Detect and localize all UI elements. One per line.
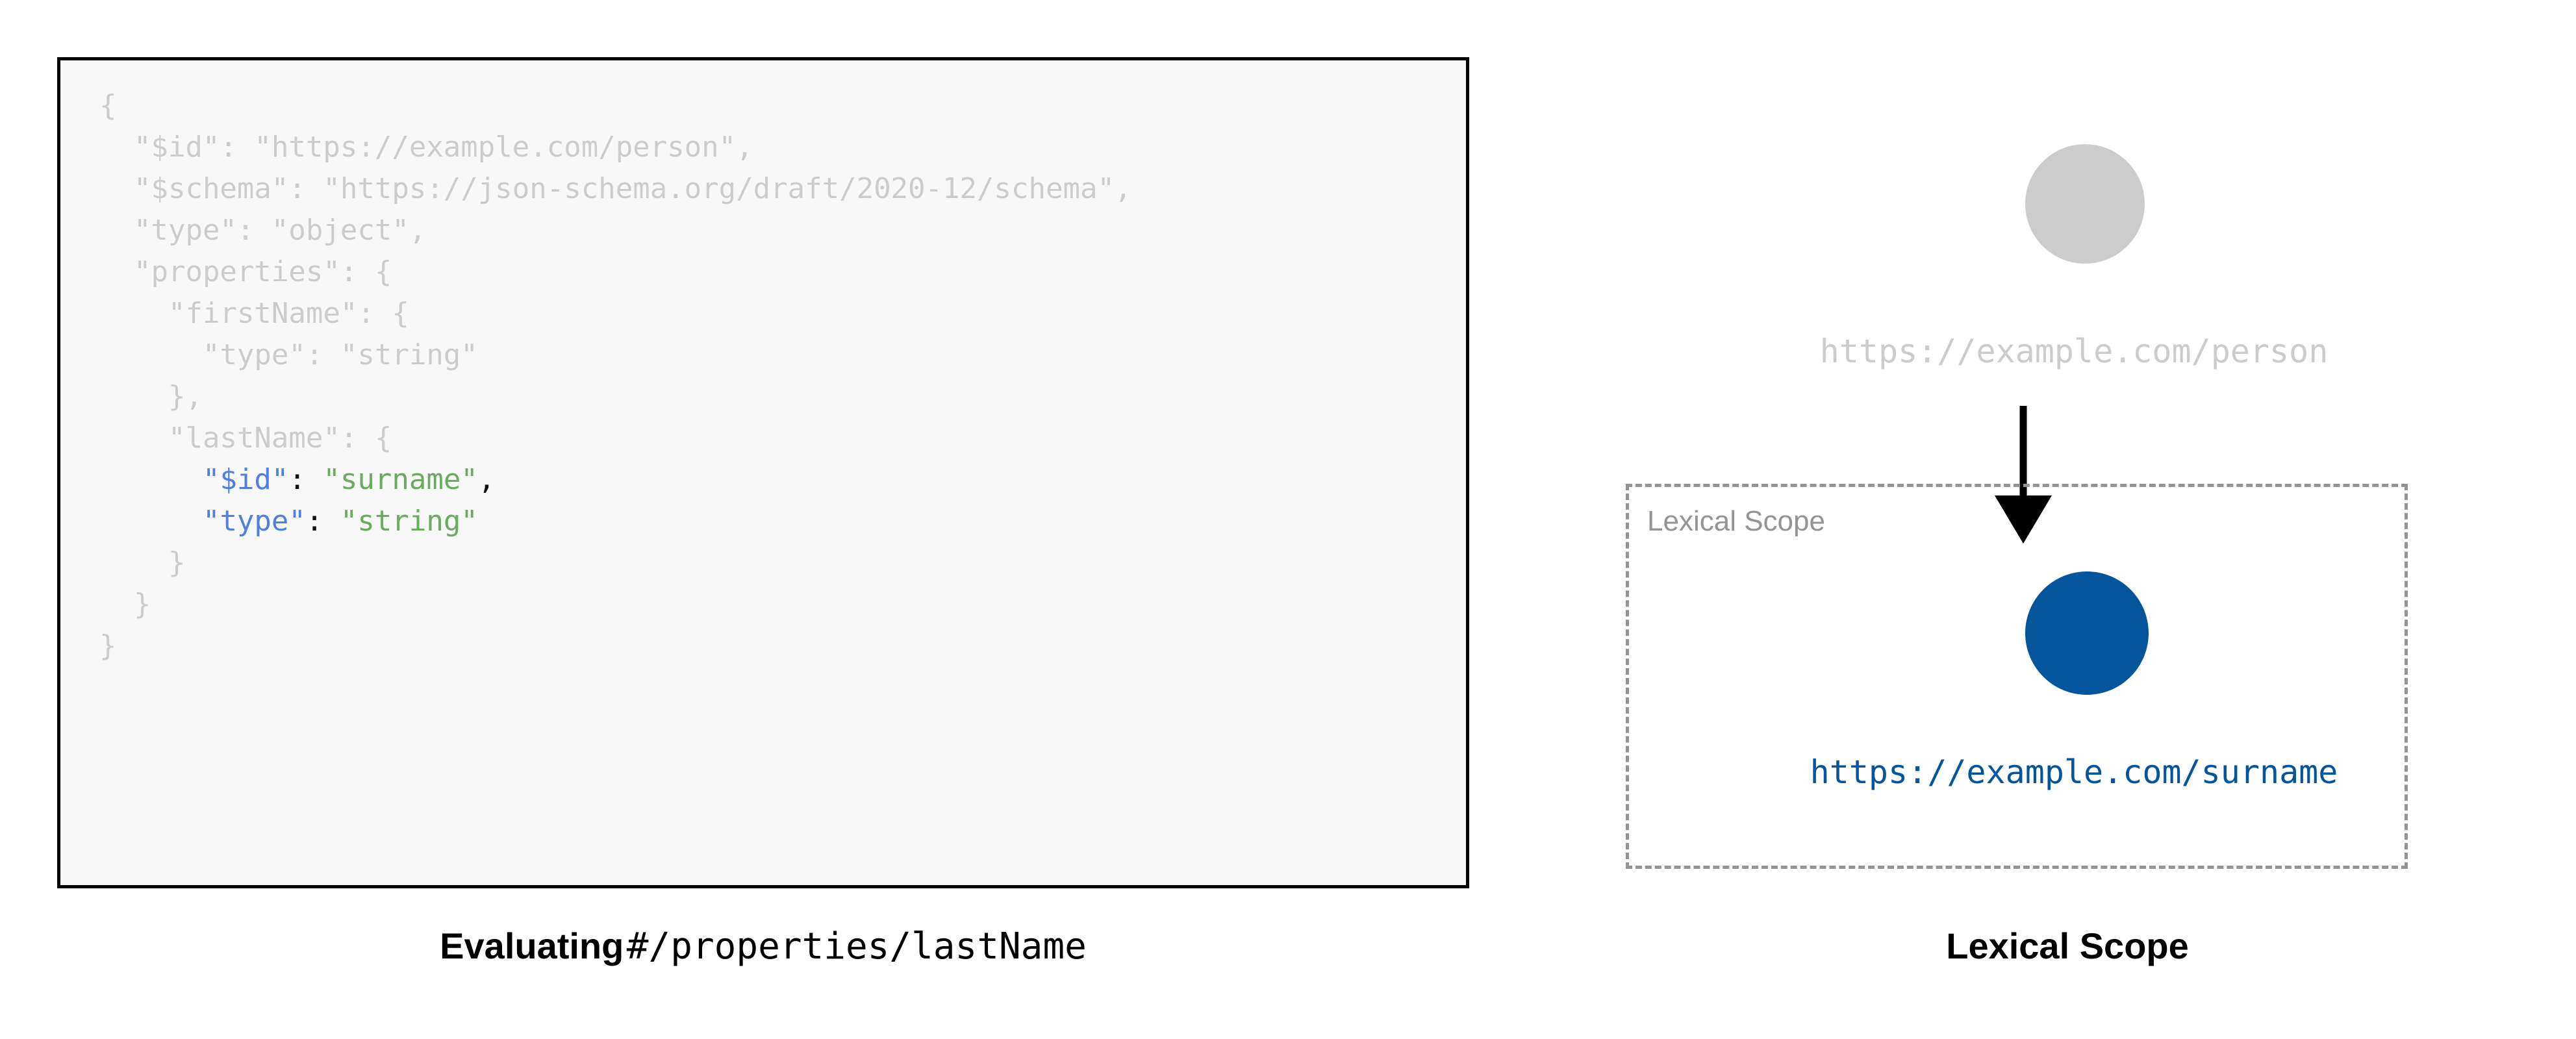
code-token: : (288, 463, 323, 496)
code-token: "$id": "https://example.com/person", (133, 131, 753, 164)
code-line: }, (99, 376, 1131, 418)
code-line: "type": "string" (99, 334, 1131, 376)
arrow-down-icon (1995, 406, 2052, 544)
root-node-circle (2025, 144, 2145, 264)
code-token: : (305, 505, 340, 538)
scoped-node-label: https://example.com/surname (1810, 753, 2338, 791)
code-line: "$id": "surname", (99, 459, 1131, 501)
code-token: "surname" (323, 463, 478, 496)
code-token: "type" (202, 505, 306, 538)
code-token: "lastName": { (168, 421, 392, 455)
code-line: { (99, 85, 1131, 127)
code-line: } (99, 542, 1131, 584)
code-line: } (99, 584, 1131, 625)
code-line: "properties": { (99, 251, 1131, 293)
lexical-scope-diagram-panel: https://example.com/person Lexical Scope… (1559, 0, 2576, 1039)
code-line: "firstName": { (99, 293, 1131, 334)
code-line: } (99, 625, 1131, 667)
code-token: "properties": { (133, 255, 392, 288)
scoped-node-circle (2025, 571, 2149, 695)
code-panel-caption: Evaluating #/properties/lastName (57, 925, 1469, 968)
code-token: "$schema": "https://json-schema.org/draf… (133, 172, 1132, 205)
code-token: { (99, 89, 117, 122)
caption-json-pointer: #/properties/lastName (626, 925, 1087, 968)
code-panel: { "$id": "https://example.com/person", "… (57, 57, 1469, 968)
code-token: , (477, 463, 496, 496)
code-line: "$id": "https://example.com/person", (99, 127, 1131, 168)
code-token: "$id" (202, 463, 289, 496)
code-token: } (133, 588, 151, 621)
code-token: } (168, 546, 186, 579)
code-line: "lastName": { (99, 418, 1131, 459)
code-line: "$schema": "https://json-schema.org/draf… (99, 168, 1131, 210)
code-token: "type": "string" (202, 338, 478, 371)
lexical-scope-box-label: Lexical Scope (1647, 505, 1825, 537)
code-line: "type": "object", (99, 210, 1131, 251)
root-node-label: https://example.com/person (1819, 332, 2329, 370)
code-token: "string" (340, 505, 478, 538)
code-line: "type": "string" (99, 501, 1131, 542)
json-code-block: { "$id": "https://example.com/person", "… (57, 57, 1469, 888)
code-token: }, (168, 380, 203, 413)
code-token: "firstName": { (168, 297, 409, 330)
lexical-scope-box: Lexical Scope (1626, 484, 2408, 869)
diagram-panel-caption: Lexical Scope (1946, 925, 2189, 966)
code-token: } (99, 629, 117, 662)
caption-evaluating-label: Evaluating (440, 925, 624, 966)
code-listing: { "$id": "https://example.com/person", "… (99, 85, 1131, 667)
code-token: "type": "object", (133, 214, 427, 247)
